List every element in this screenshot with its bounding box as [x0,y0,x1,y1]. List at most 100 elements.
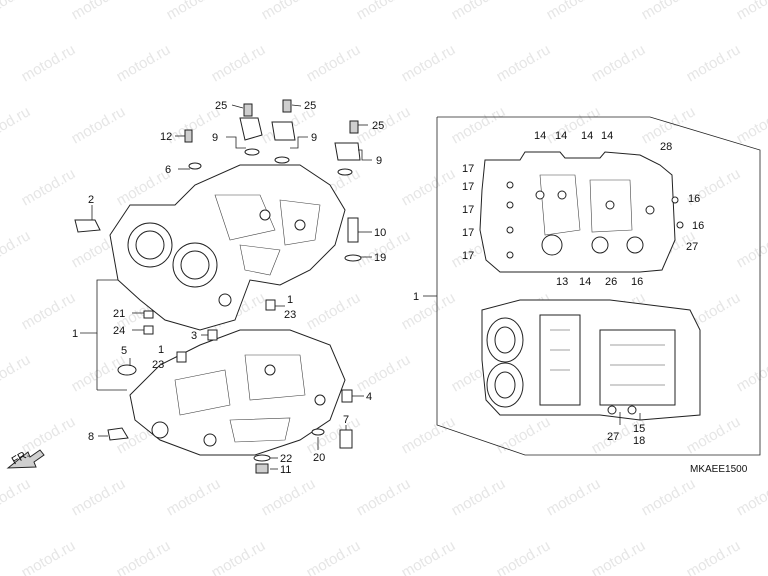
watermark-text: motod.ru [0,0,33,23]
callout-17: 17 [462,204,474,216]
front-arrow [6,449,45,469]
watermark-text: motod.ru [639,0,699,23]
watermark-text: motod.ru [589,41,649,85]
watermark-text: motod.ru [69,475,129,519]
watermark-text: motod.ru [734,475,768,519]
callout-13: 13 [556,276,568,288]
watermark-text: motod.ru [114,537,174,576]
callout-27: 27 [607,431,619,443]
watermark-text: motod.ru [304,289,364,333]
callout-20: 20 [313,452,325,464]
watermark-text: motod.ru [734,227,768,271]
callout-17: 17 [462,181,474,193]
leader-lines [80,104,641,470]
callout-24: 24 [113,325,125,337]
callout-1: 1 [413,291,419,303]
callout-16: 16 [631,276,643,288]
callout-17: 17 [462,163,474,175]
callout-28: 28 [660,141,672,153]
callout-9: 9 [311,132,317,144]
callout-14: 14 [534,130,546,142]
callout-5: 5 [121,345,127,357]
watermark-text: motod.ru [494,537,554,576]
callout-23: 23 [284,309,296,321]
watermark-text: motod.ru [449,103,509,147]
watermark-text: motod.ru [0,103,33,147]
callout-25: 25 [215,100,227,112]
callout-1: 1 [72,328,78,340]
callout-14: 14 [601,130,613,142]
callout-23: 23 [152,359,164,371]
watermark-text: motod.ru [354,0,414,23]
watermark-text: motod.ru [69,103,129,147]
watermark-text: motod.ru [399,165,459,209]
watermark-text: motod.ru [399,41,459,85]
callout-16: 16 [688,193,700,205]
callout-4: 4 [366,391,372,403]
watermark-text: motod.ru [164,475,224,519]
inset-upper-case [479,151,684,273]
callout-9: 9 [212,132,218,144]
watermark-text: motod.ru [114,41,174,85]
watermark-text: motod.ru [544,103,604,147]
watermark-text: motod.ru [354,475,414,519]
callout-22: 22 [280,453,292,465]
watermark-text: motod.ru [494,413,554,457]
watermark-text: motod.ru [19,41,79,85]
watermark-text: motod.ru [69,351,129,395]
watermark-text: motod.ru [544,0,604,23]
watermark-text: motod.ru [259,475,319,519]
callout-6: 6 [165,164,171,176]
watermark-text: motod.ru [19,289,79,333]
diagram-code: MKAEE1500 [690,464,748,475]
watermark-text: motod.ru [19,537,79,576]
callout-2: 2 [88,194,94,206]
callout-15: 15 [633,423,645,435]
watermark-text: motod.ru [19,165,79,209]
callout-25: 25 [372,120,384,132]
watermark-text: motod.ru [449,475,509,519]
callout-27: 27 [686,241,698,253]
watermark-text: motod.ru [589,537,649,576]
callout-14: 14 [555,130,567,142]
watermark-text: motod.ru [304,537,364,576]
watermark-text: motod.ru [69,0,129,23]
watermark-text: motod.ru [19,413,79,457]
watermark-text: motod.ru [449,0,509,23]
watermark-text: motod.ru [209,41,269,85]
watermark-text: motod.ru [734,351,768,395]
watermark-text: motod.ru [164,0,224,23]
watermark-text: motod.ru [259,0,319,23]
watermark-text: motod.ru [0,475,33,519]
watermark-text: motod.ru [494,41,554,85]
callout-12: 12 [160,131,172,143]
callouts-left: 25 25 25 12 9 9 9 6 2 10 19 1 23 1 21 24… [72,100,386,476]
callout-9: 9 [376,155,382,167]
watermark-text: motod.ru [734,0,768,23]
watermark-text: motod.ru [354,351,414,395]
watermark-text: motod.ru [0,227,33,271]
watermark-text: motod.ru [734,103,768,147]
watermark-text: motod.ru [399,413,459,457]
watermark-text: motod.ru [0,351,33,395]
callout-17: 17 [462,227,474,239]
watermark-text: motod.ru [209,537,269,576]
inset-frame [436,116,761,456]
callout-1: 1 [158,344,164,356]
watermark-text: motod.ru [684,413,744,457]
callout-14: 14 [579,276,591,288]
callout-11: 11 [280,464,291,476]
callout-17: 17 [462,250,474,262]
callouts-right: 14 14 14 14 28 17 17 17 17 17 16 16 27 1… [413,130,704,447]
watermark-text: motod.ru [684,41,744,85]
callout-21: 21 [113,308,125,320]
callout-8: 8 [88,431,94,443]
watermark-text: motod.ru [399,537,459,576]
watermark-text: motod.ru [639,475,699,519]
callout-26: 26 [605,276,617,288]
watermark-text: motod.ru [684,537,744,576]
watermark-text: motod.ru [304,41,364,85]
inset-lower-case [481,299,701,421]
